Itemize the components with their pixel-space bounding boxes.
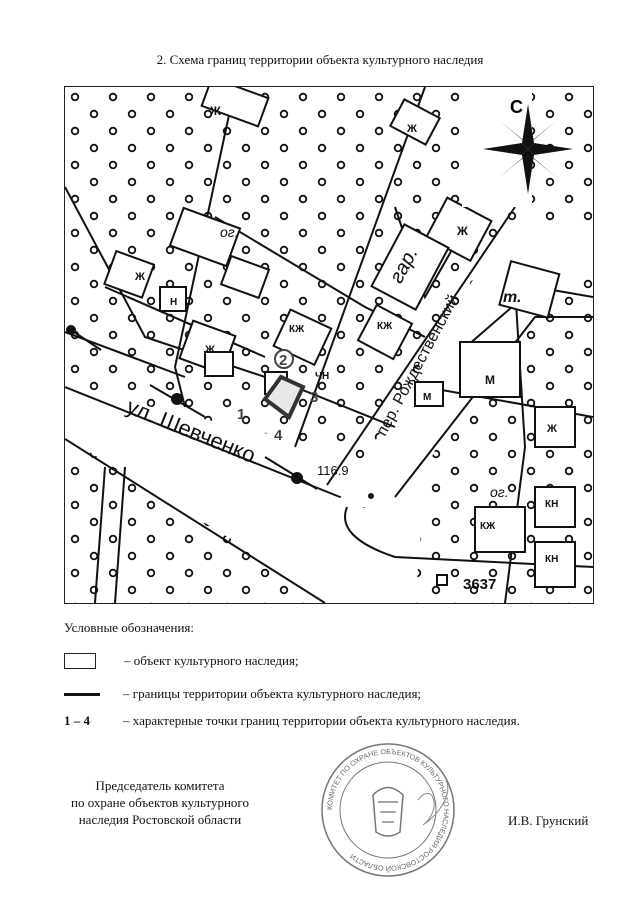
map-label-zh-6: Ж (546, 423, 557, 435)
map-label-garden-2: ог. (490, 484, 509, 500)
map-label-zh-5: Ж (204, 344, 215, 356)
point-3: 3 (310, 389, 318, 406)
legend-text-points: – характерные точки границ территории об… (123, 713, 520, 728)
signatory-name: И.В. Грунский (508, 813, 589, 828)
heritage-boundary: 1 2 3 4 (237, 349, 318, 444)
legend-item-object: – объект культурного наследия; (64, 651, 299, 671)
map-label-kn-1: КН (545, 499, 558, 510)
page-title: 2. Схема границ территории объекта культ… (156, 52, 484, 67)
position-line-1: Председатель комитета (95, 778, 225, 793)
svg-text:КОМИТЕТ ПО ОХРАНЕ ОБЪЕКТОВ КУЛ: КОМИТЕТ ПО ОХРАНЕ ОБЪЕКТОВ КУЛЬТУРНОГО Н… (325, 747, 451, 873)
map-drawing: Ж Ж Ж Ж Ж Ж М М Н КЖ КЖ КЖ КН КН ЧН гар.… (65, 87, 593, 603)
map-label-kzh-2: КЖ (377, 321, 393, 332)
survey-markers (66, 325, 448, 586)
position-line-3: наследия Ростовской области (78, 812, 242, 827)
buildings (103, 87, 576, 588)
signatory-position: Председатель комитета по охране объектов… (54, 777, 266, 828)
map-label-zh-4: Ж (134, 271, 145, 283)
map-label-kzh-3: КЖ (480, 521, 496, 532)
map-label-kzh-1: КЖ (289, 324, 305, 335)
map-label-t: т. (503, 289, 521, 306)
point-1: 1 (237, 406, 245, 423)
elevation-1: 116.9 (317, 463, 349, 478)
map-label-n: Н (170, 297, 177, 308)
north-compass-icon: С (462, 87, 573, 207)
map-label-garden-1: ог. (220, 224, 239, 240)
legend-line-symbol (64, 692, 100, 696)
legend-item-boundary: – границы территории объекта культурного… (64, 684, 421, 704)
point-2: 2 (279, 352, 287, 369)
map-label-zh-2: Ж (406, 123, 417, 135)
legend-title: Условные обозначения: (64, 620, 195, 635)
map-label-ch: ЧН (315, 371, 329, 382)
map-label-kn-2: КН (545, 554, 558, 565)
position-line-2: по охране объектов культурного (71, 795, 249, 810)
boundary-map: Ж Ж Ж Ж Ж Ж М М Н КЖ КЖ КЖ КН КН ЧН гар.… (64, 86, 594, 604)
elevation-2: 3637 (463, 576, 496, 593)
legend-points-symbol: 1 – 4 (64, 713, 90, 728)
legend-text-boundary: – границы территории объекта культурного… (123, 686, 422, 701)
map-label-m-1: М (485, 373, 495, 387)
legend-text-object: – объект культурного наследия; (124, 653, 299, 668)
north-letter: С (510, 97, 523, 117)
map-label-m-2: М (423, 392, 431, 403)
legend-box-symbol (64, 653, 96, 669)
official-seal: КОМИТЕТ ПО ОХРАНЕ ОБЪЕКТОВ КУЛЬТУРНОГО Н… (321, 743, 455, 877)
point-4: 4 (274, 427, 283, 444)
seal-text: КОМИТЕТ ПО ОХРАНЕ ОБЪЕКТОВ КУЛЬТУРНОГО Н… (325, 747, 451, 873)
map-label-zh-1: Ж (209, 104, 221, 118)
legend-item-points: 1 – 4 – характерные точки границ террито… (64, 711, 520, 731)
map-label-zh-3: Ж (456, 224, 468, 238)
